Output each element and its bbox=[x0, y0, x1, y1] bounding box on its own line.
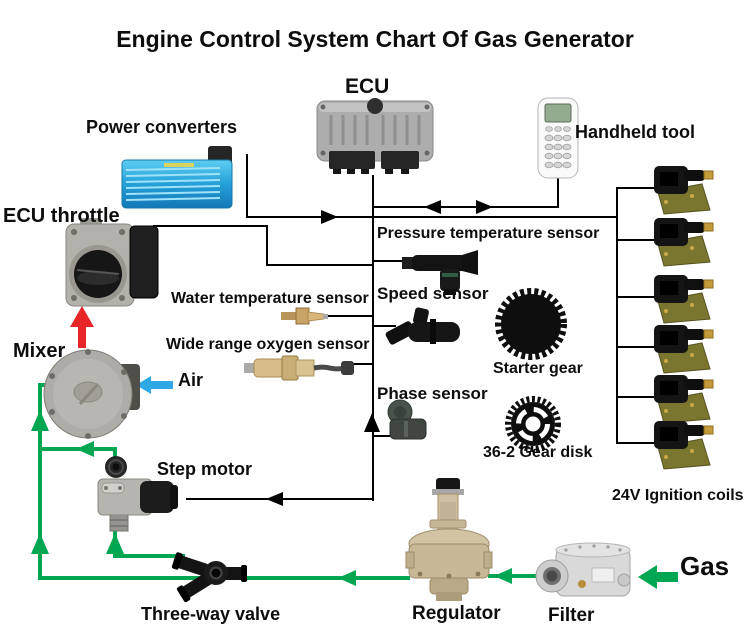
line-throttle-v bbox=[266, 225, 268, 266]
gas-inlet-arrow-icon bbox=[638, 564, 680, 590]
pressure-temperature-sensor-unit bbox=[402, 245, 480, 295]
ecu-throttle-unit bbox=[54, 218, 160, 312]
power-converters-label: Power converters bbox=[86, 117, 238, 137]
page-title: Engine Control System Chart Of Gas Gener… bbox=[116, 26, 634, 52]
mixer-label: Mixer bbox=[13, 340, 66, 362]
line-coil-stub-4 bbox=[618, 346, 654, 348]
ecu-throttle-label: ECU throttle bbox=[3, 205, 120, 227]
regulator-unit bbox=[405, 478, 493, 604]
oxygen-sensor-label: Wide range oxygen sensor bbox=[166, 336, 370, 353]
water-temperature-sensor-label: Water temperature sensor bbox=[171, 290, 369, 307]
ecu-label: ECU bbox=[345, 75, 390, 98]
oxygen-sensor-unit bbox=[244, 349, 354, 387]
line-ecu-trunk bbox=[372, 175, 374, 501]
line-coil-stub-2 bbox=[618, 239, 654, 241]
pressure-temperature-sensor-label: Pressure temperature sensor bbox=[377, 225, 600, 242]
arrow-right-power-icon bbox=[321, 210, 338, 224]
arrow-right-handheld-icon bbox=[476, 200, 493, 214]
line-throttle-h1 bbox=[153, 225, 268, 227]
line-trunk-handheld bbox=[372, 206, 559, 208]
ignition-coil-3 bbox=[650, 271, 714, 325]
three-way-valve-unit bbox=[171, 545, 250, 603]
ignition-coil-6 bbox=[650, 417, 714, 471]
gear-disk-unit bbox=[503, 394, 563, 454]
step-motor-unit bbox=[96, 453, 190, 533]
starter-gear-label: Starter gear bbox=[493, 360, 583, 377]
ignition-coil-1 bbox=[650, 162, 714, 216]
ignition-coil-2 bbox=[650, 214, 714, 268]
line-power-drop bbox=[246, 154, 248, 218]
line-handheld-drop bbox=[557, 176, 559, 208]
air-label: Air bbox=[178, 370, 204, 390]
filter-unit bbox=[535, 540, 636, 602]
gas-label: Gas bbox=[680, 551, 730, 581]
gas-line-mixer-riser bbox=[38, 383, 42, 580]
line-speed-stub bbox=[372, 325, 396, 327]
three-way-valve-label: Three-way valve bbox=[141, 604, 281, 624]
gear-disk-label: 36-2 Gear disk bbox=[483, 444, 593, 461]
ecu-unit bbox=[313, 91, 437, 179]
line-throttle-h2 bbox=[266, 264, 374, 266]
phase-sensor-unit bbox=[384, 397, 432, 445]
phase-sensor-label: Phase sensor bbox=[377, 384, 488, 403]
ignition-coil-4 bbox=[650, 321, 714, 375]
regulator-label: Regulator bbox=[412, 603, 501, 624]
line-coil-stub-3 bbox=[618, 296, 654, 298]
arrow-left-stepmotor-icon bbox=[266, 492, 283, 506]
arrow-up-trunk-icon bbox=[364, 413, 380, 432]
gas-arrow-up-mixer-icon bbox=[31, 410, 49, 431]
gas-arrow-left-regulator-icon bbox=[494, 568, 512, 584]
speed-sensor-unit bbox=[385, 307, 466, 354]
gas-arrow-left-valve-icon bbox=[338, 570, 356, 586]
step-motor-label: Step motor bbox=[157, 459, 253, 479]
power-converter-unit bbox=[120, 146, 250, 214]
water-temperature-sensor-unit bbox=[281, 303, 329, 331]
mixture-arrow-icon bbox=[70, 306, 94, 348]
line-oxygen-stub bbox=[348, 363, 373, 365]
line-water-stub bbox=[323, 315, 373, 317]
arrow-left-handheld-icon bbox=[424, 200, 441, 214]
gas-line-bypass-v bbox=[113, 449, 117, 461]
line-phase-stub bbox=[372, 435, 392, 437]
ignition-coils-label: 24V Ignition coils bbox=[612, 487, 744, 504]
air-arrow-icon bbox=[136, 376, 174, 394]
starter-gear-unit bbox=[492, 285, 570, 363]
gas-arrow-up-stepmotor-icon bbox=[106, 533, 124, 554]
gas-arrow-up-riser-icon bbox=[31, 533, 49, 554]
gas-line-valve-top-h bbox=[113, 554, 185, 558]
line-power-to-coils bbox=[246, 216, 618, 218]
line-coil-stub-6 bbox=[618, 442, 654, 444]
gas-arrow-left-bypass-icon bbox=[76, 441, 94, 457]
mixer-unit bbox=[43, 346, 140, 442]
handheld-tool-unit bbox=[536, 96, 582, 182]
speed-sensor-label: Speed sensor bbox=[377, 284, 489, 303]
filter-label: Filter bbox=[548, 605, 595, 626]
gas-line-regulator-filter bbox=[488, 574, 546, 578]
line-coil-stub-5 bbox=[618, 396, 654, 398]
line-coil-stub-1 bbox=[618, 187, 654, 189]
line-coil-bus bbox=[616, 187, 618, 444]
handheld-tool-label: Handheld tool bbox=[575, 122, 695, 142]
